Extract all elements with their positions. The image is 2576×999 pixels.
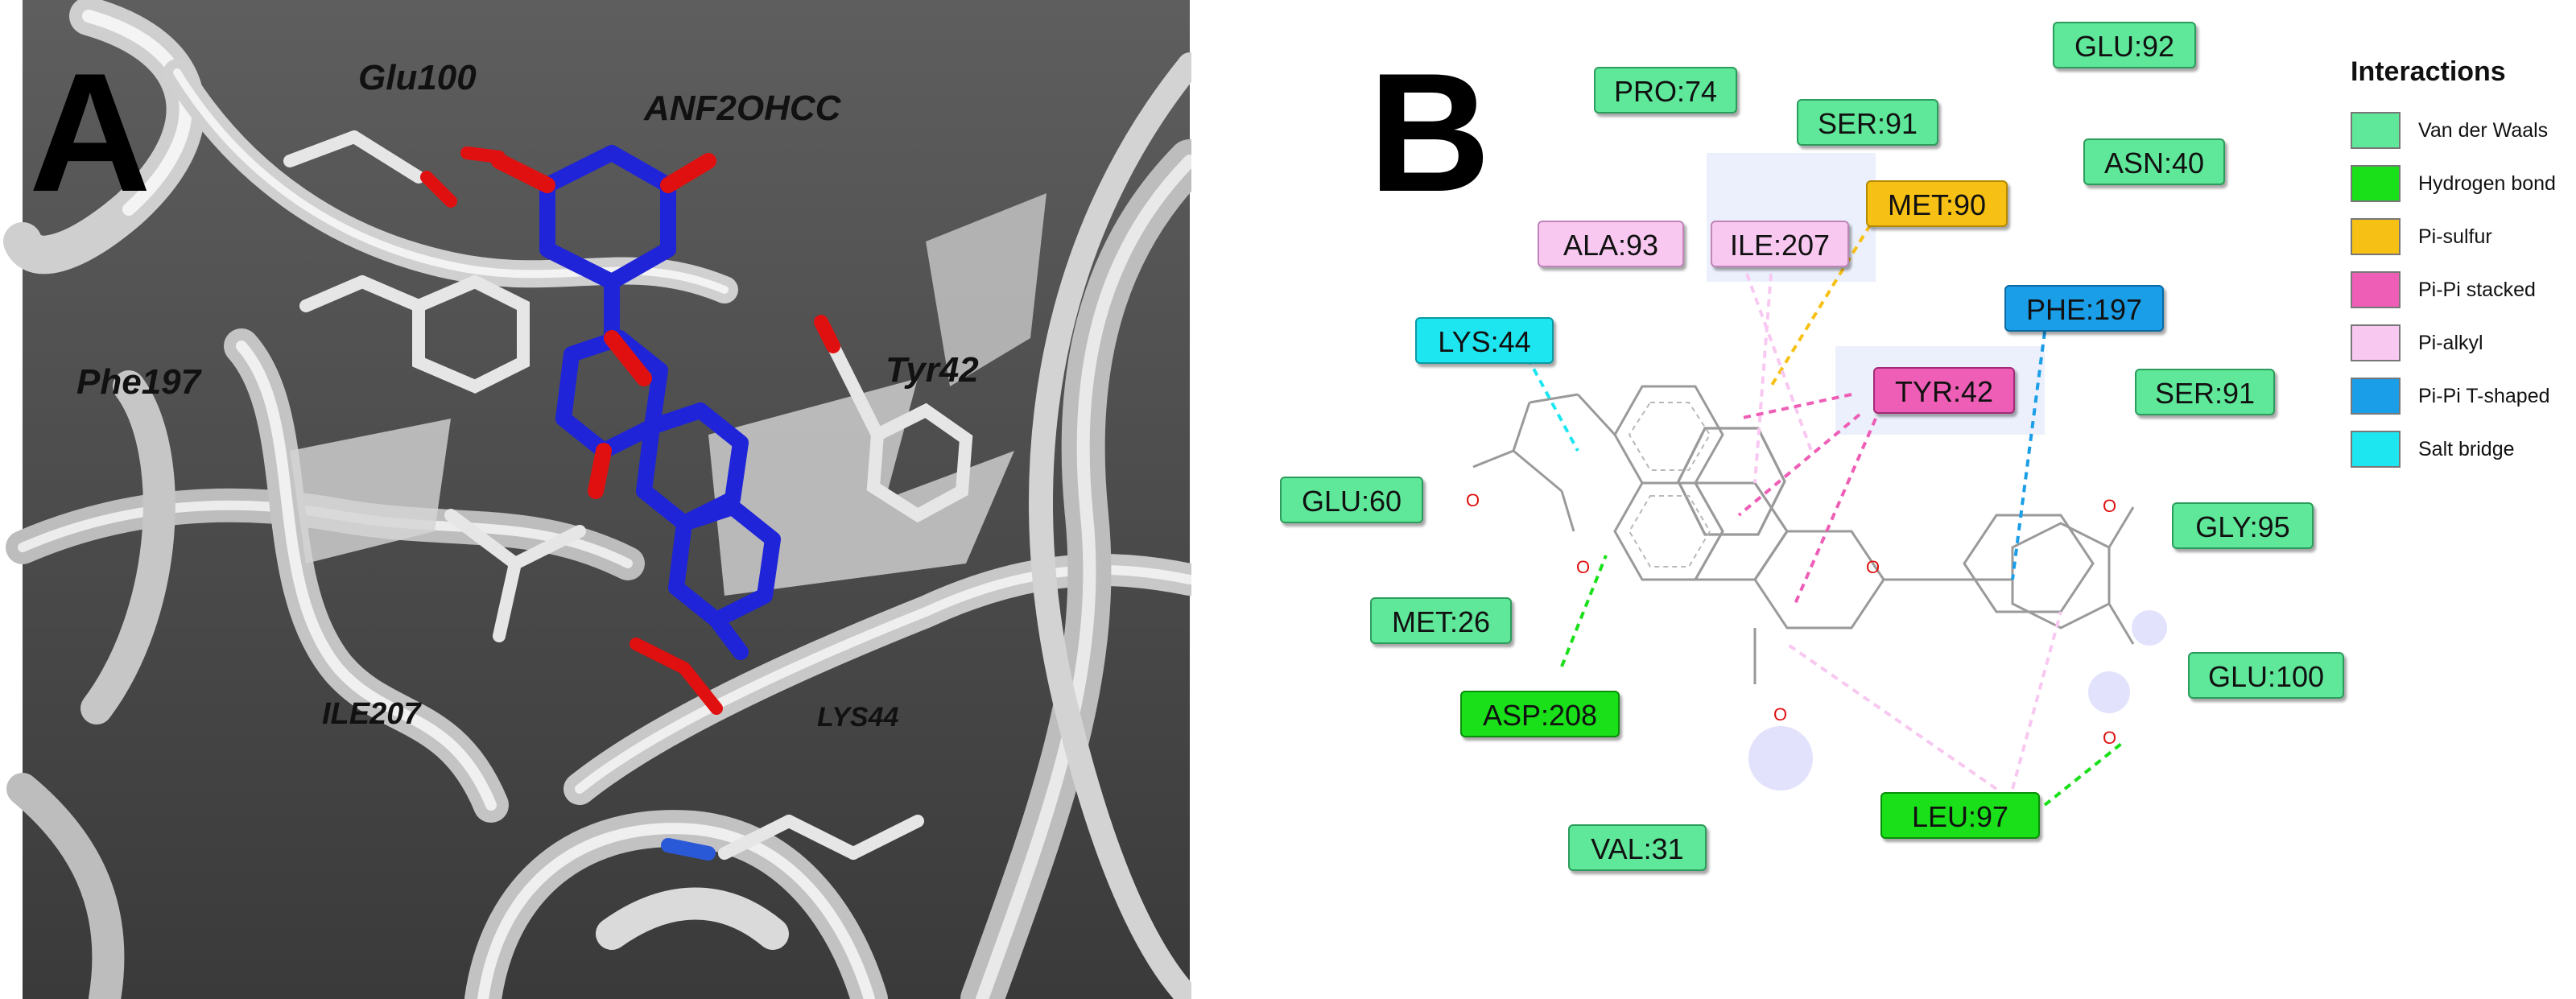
label-phe197: Phe197 [76,362,201,402]
line-leu97-alkyl-b [2011,611,2062,790]
panel-a-3d-view: A Glu100 ANF2OHCC Phe197 Tyr42 ILE207 LY… [0,0,1191,999]
residue-val31: VAL:31 [1568,824,1707,871]
legend-label: Pi-Pi stacked [2418,278,2536,301]
legend-label: Pi-sulfur [2418,225,2492,248]
residue-leu97: LEU:97 [1880,792,2040,839]
label-anf2ohcc: ANF2OHCC [644,89,841,128]
residue-glu92: GLU:92 [2053,22,2196,68]
residue-gly95: GLY:95 [2172,502,2314,549]
residue-ser91-top: SER:91 [1797,99,1938,146]
legend-item-pi-pi-t-shaped: Pi-Pi T-shaped [2351,369,2576,423]
residue-tyr42: TYR:42 [1873,367,2015,414]
legend-swatch [2351,165,2401,202]
line-tyr42-a [1738,393,1852,420]
label-ile207: ILE207 [322,697,421,731]
line-ala93 [1745,273,1813,452]
legend-label: Van der Waals [2418,118,2549,142]
legend-swatch [2351,431,2401,468]
interaction-diagram [1472,153,2167,807]
label-glu100: Glu100 [358,58,477,97]
legend-label: Pi-alkyl [2418,331,2483,354]
legend-item-salt-bridge: Salt bridge [2351,423,2576,476]
residue-glu100: GLU:100 [2188,652,2344,699]
line-tyr42-c [1794,418,1877,605]
residue-pro74: PRO:74 [1594,67,1737,114]
panel-letter-a: A [29,38,151,227]
line-met90 [1769,201,1885,388]
line-ile207 [1753,273,1773,484]
legend-item-hydrogen-bond: Hydrogen bond [2351,157,2576,210]
residue-lys44: LYS:44 [1415,317,1554,364]
protein-ligand-3d-render [3,0,1191,999]
legend-swatch [2351,378,2401,415]
atom-o-ring: O [1866,557,1880,577]
residue-asp208: ASP:208 [1460,691,1620,737]
atom-o-carboxyl-2: O [1576,557,1591,577]
legend-title: Interactions [2351,56,2506,87]
atom-o-hydroxyl-1: O [2103,496,2117,516]
legend-item-pi-sulfur: Pi-sulfur [2351,210,2576,263]
line-leu97-hbond [2043,739,2127,807]
residue-asn40: ASN:40 [2083,138,2225,185]
legend-label: Hydrogen bond [2418,171,2556,195]
label-tyr42: Tyr42 [886,350,979,390]
line-asp208 [1560,555,1608,667]
atom-o-carboxyl-1: O [1466,490,1480,510]
legend-label: Salt bridge [2418,437,2515,460]
legend-item-pi-alkyl: Pi-alkyl [2351,316,2576,369]
residue-glu60: GLU:60 [1280,477,1423,523]
line-leu97-alkyl-a [1785,642,1998,791]
residue-ala93: ALA:93 [1538,221,1684,267]
line-tyr42-b [1737,413,1861,517]
line-lys44 [1508,323,1579,452]
legend-label: Pi-Pi T-shaped [2418,384,2550,407]
panel-letter-b: B [1368,38,1491,227]
residue-met26: MET:26 [1370,597,1512,644]
legend-swatch [2351,324,2401,361]
legend-item-pi-pi-stacked: Pi-Pi stacked [2351,263,2576,316]
atom-o-carbonyl: O [1773,704,1788,724]
atom-o-hydroxyl-2: O [2103,728,2117,748]
label-lys44: LYS44 [817,702,899,733]
legend-swatch [2351,271,2401,308]
residue-met90: MET:90 [1866,180,2008,227]
line-phe197 [2011,331,2046,580]
residue-ile207: ILE:207 [1711,221,1849,267]
legend-swatch [2351,218,2401,255]
residue-phe197: PHE:197 [2004,285,2164,332]
legend-item-van-der-waals: Van der Waals [2351,104,2576,157]
interactions-legend: Interactions Van der Waals Hydrogen bond… [2351,56,2576,476]
legend-swatch [2351,112,2401,149]
panel-b-2d-interaction-map: B [1240,0,2576,999]
residue-ser91-right: SER:91 [2135,369,2275,415]
